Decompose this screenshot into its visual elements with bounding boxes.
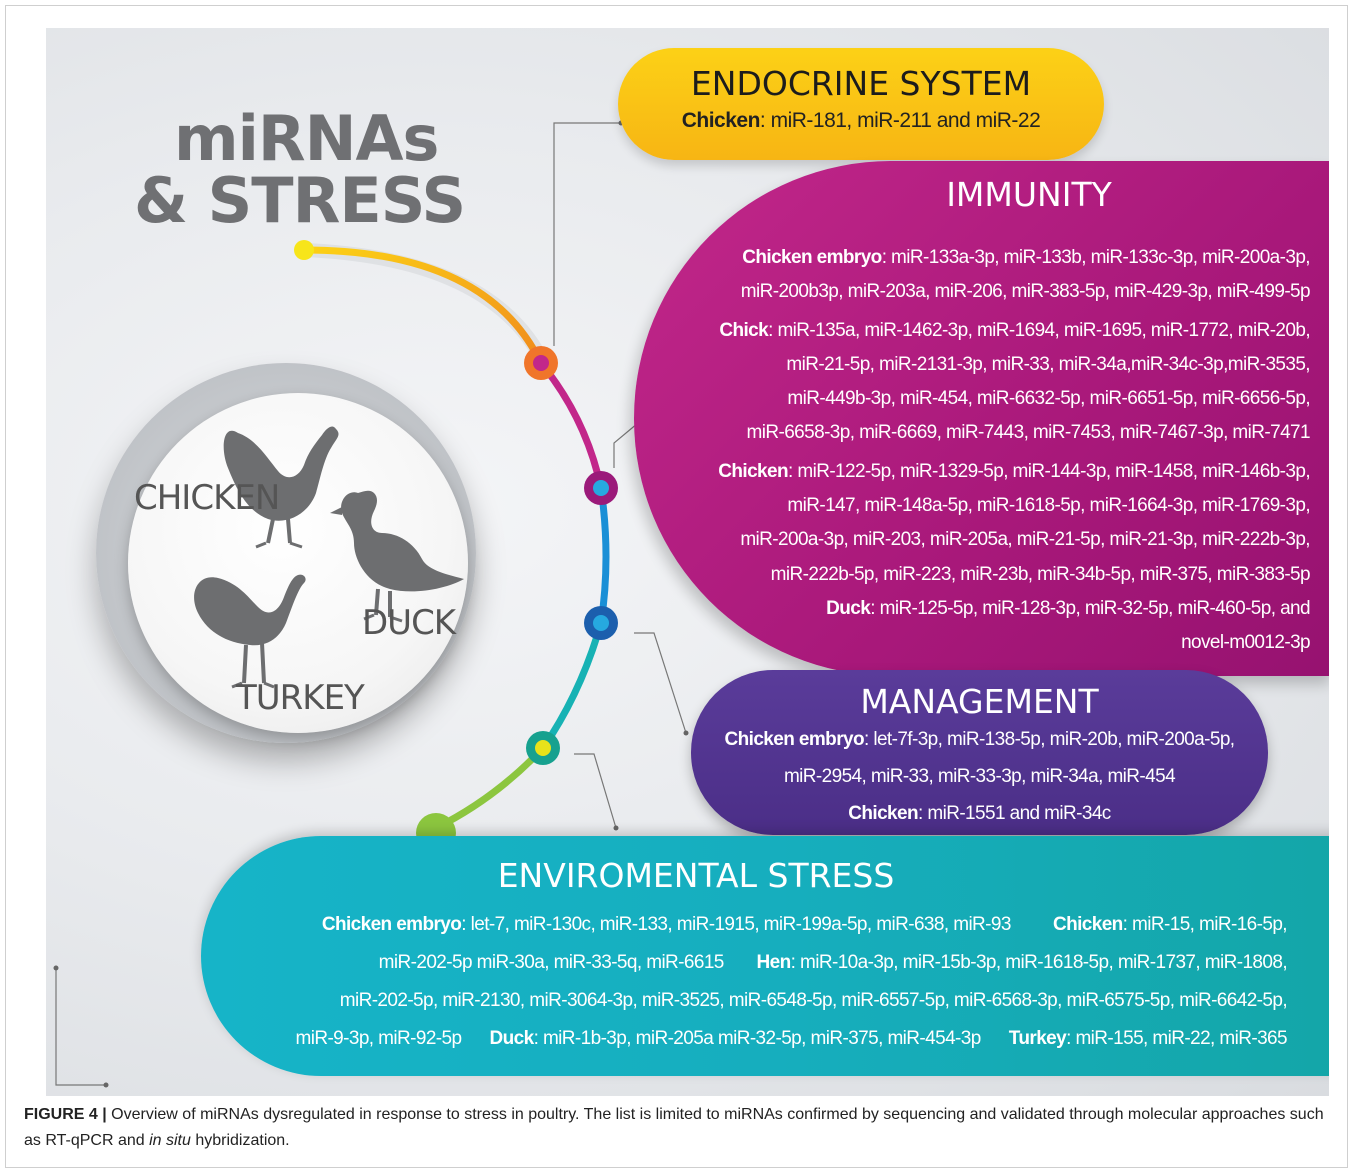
node-endocrine-center [533, 355, 549, 371]
env-chicken-text: : miR-15, miR-16-5p, [1122, 914, 1288, 935]
node-env-center [535, 740, 551, 756]
management-embryo-line-2: miR-2954, miR-33, miR-33-3p, miR-34a, mi… [783, 766, 1176, 787]
env-embryo-label: Chicken embryo [321, 914, 462, 935]
immunity-chick-label: Chick [719, 319, 769, 341]
arc-segment-green [434, 745, 546, 832]
connector-env [574, 753, 617, 829]
management-chicken-label: Chicken [848, 803, 918, 824]
duck-silhouette-icon [330, 490, 464, 623]
node-start [294, 240, 314, 260]
management-embryo-text-1: : let-7f-3p, miR-138-5p, miR-20b, miR-20… [863, 729, 1235, 750]
arc-segment-yellow [303, 246, 545, 365]
management-list: Chicken embryo: let-7f-3p, miR-138-5p, m… [691, 721, 1268, 832]
bird-label-turkey: TURKEY [236, 678, 365, 718]
infographic-title: miRNAs & STRESS [134, 102, 466, 237]
caption-figure-label: FIGURE 4 | [24, 1106, 107, 1123]
endocrine-label: Chicken [681, 109, 761, 132]
connector-endocrine [553, 122, 621, 346]
immunity-embryo-text-1: : miR-133a-3p, miR-133b, miR-133c-3p, mi… [881, 247, 1311, 268]
environmental-stress-box: ENVIROMENTAL STRESS Chicken embryo: let-… [201, 836, 1329, 1076]
management-embryo-line-1: Chicken embryo: let-7f-3p, miR-138-5p, m… [691, 721, 1268, 758]
timeline-arc [53, 120, 689, 1088]
immunity-duck-text-1: : miR-125-5p, miR-128-3p, miR-32-5p, miR… [870, 597, 1310, 619]
env-duck-text: : miR-1b-3p, miR-205a miR-32-5p, miR-375… [533, 1028, 982, 1049]
immunity-embryo-label: Chicken embryo [742, 247, 882, 268]
caption-italic: in situ [149, 1132, 191, 1149]
immunity-duck-line-1: Duck: miR-125-5p, miR-128-3p, miR-32-5p,… [690, 592, 1310, 626]
immunity-chick-line-2: miR-21-5p, miR-2131-3p, miR-33, miR-34a,… [786, 353, 1310, 375]
environmental-list: Chicken embryo: let-7, miR-130c, miR-133… [227, 906, 1287, 1058]
immunity-embryo-line-1: Chicken embryo: miR-133a-3p, miR-133b, m… [690, 241, 1310, 275]
immunity-chicken-label: Chicken [718, 460, 788, 482]
turkey-silhouette-icon [194, 574, 306, 689]
infographic-panel: miRNAs & STRESS [46, 28, 1329, 1096]
immunity-duck-line-2: novel-m0012-3p [1181, 632, 1311, 654]
immunity-chicken-line-4: miR-222b-5p, miR-223, miR-23b, miR-34b-5… [770, 563, 1311, 585]
node-management-center [593, 615, 609, 631]
management-chicken-line: Chicken: miR-1551 and miR-34c [691, 795, 1268, 832]
poultry-silhouettes [194, 426, 464, 689]
endocrine-text: : miR-181, miR-211 and miR-22 [759, 109, 1041, 132]
immunity-chicken-line-1: Chicken: miR-122-5p, miR-1329-5p, miR-14… [690, 455, 1310, 489]
immunity-heading: IMMUNITY [946, 175, 1112, 214]
env-turkey-text: : miR-155, miR-22, miR-365 [1066, 1028, 1288, 1049]
immunity-list: Chicken embryo: miR-133a-3p, miR-133b, m… [690, 241, 1310, 661]
endocrine-system-box: ENDOCRINE SYSTEM Chicken: miR-181, miR-2… [618, 48, 1104, 160]
immunity-box: IMMUNITY Chicken embryo: miR-133a-3p, mi… [634, 161, 1329, 676]
env-line-4: miR-9-3p, miR-92-5p Duck: miR-1b-3p, miR… [227, 1020, 1287, 1058]
arc-segment-magenta [538, 360, 605, 489]
figure-caption: FIGURE 4 | Overview of miRNAs dysregulat… [24, 1102, 1344, 1154]
connector-management-dot [683, 730, 689, 736]
connector-management [634, 632, 687, 734]
endocrine-heading: ENDOCRINE SYSTEM [690, 64, 1032, 103]
immunity-chicken-text-1: : miR-122-5p, miR-1329-5p, miR-144-3p, m… [788, 460, 1311, 482]
chicken-silhouette-icon [223, 426, 339, 549]
env-turkey-label: Turkey [1008, 1028, 1067, 1049]
immunity-chick-line-3: miR-449b-3p, miR-454, miR-6632-5p, miR-6… [787, 388, 1310, 410]
immunity-chicken-line-3: miR-200a-3p, miR-203, miR-205a, miR-21-5… [740, 529, 1310, 551]
management-heading: MANAGEMENT [860, 682, 1099, 721]
corner-line-dot-right [103, 1082, 109, 1088]
title-line-1: miRNAs [174, 102, 439, 175]
caption-text-1: Overview of miRNAs dysregulated in respo… [24, 1106, 1324, 1149]
endocrine-line: Chicken: miR-181, miR-211 and miR-22 [618, 109, 1104, 133]
env-line-3: miR-202-5p, miR-2130, miR-3064-3p, miR-3… [339, 990, 1288, 1011]
immunity-chick-line-1: Chick: miR-135a, miR-1462-3p, miR-1694, … [690, 314, 1310, 348]
environmental-heading: ENVIROMENTAL STRESS [497, 856, 895, 895]
bird-label-duck: DUCK [362, 603, 456, 643]
env-chicken-label: Chicken [1052, 914, 1123, 935]
env-line-1: Chicken embryo: let-7, miR-130c, miR-133… [227, 906, 1288, 944]
management-embryo-label: Chicken embryo [724, 729, 865, 750]
immunity-duck-label: Duck [826, 597, 871, 619]
immunity-chicken-line-2: miR-147, miR-148a-5p, miR-1618-5p, miR-1… [787, 495, 1310, 517]
connector-env-dot [613, 825, 619, 831]
corner-line-dot-top [53, 965, 59, 971]
bird-circle [128, 393, 468, 733]
caption-text-2: hybridization. [190, 1132, 290, 1149]
immunity-embryo-line-2: miR-200b3p, miR-203a, miR-206, miR-383-5… [740, 281, 1311, 303]
arc-segment-teal [540, 622, 605, 750]
env-hen-text: : miR-10a-3p, miR-15b-3p, miR-1618-5p, m… [790, 952, 1288, 973]
node-immunity-center [593, 480, 609, 496]
immunity-chick-text-1: : miR-135a, miR-1462-3p, miR-1694, miR-1… [768, 319, 1311, 341]
env-line-2: miR-202-5p miR-30a, miR-33-5q, miR-6615 … [227, 944, 1288, 982]
env-chicken-text-2: miR-202-5p miR-30a, miR-33-5q, miR-6615 [378, 952, 725, 973]
env-embryo-text: : let-7, miR-130c, miR-133, miR-1915, mi… [461, 914, 1011, 935]
figure-frame: miRNAs & STRESS [5, 5, 1348, 1168]
corner-line [55, 968, 106, 1086]
immunity-chick-line-4: miR-6658-3p, miR-6669, miR-7443, miR-745… [746, 422, 1311, 444]
env-hen-text-4: miR-9-3p, miR-92-5p [295, 1028, 462, 1049]
arc-segment-blue [597, 487, 610, 624]
title-line-2: & STRESS [134, 164, 466, 237]
management-box: MANAGEMENT Chicken embryo: let-7f-3p, mi… [691, 670, 1268, 835]
env-duck-label: Duck [489, 1028, 535, 1049]
bird-label-chicken: CHICKEN [134, 478, 280, 518]
management-chicken-text: : miR-1551 and miR-34c [918, 803, 1111, 824]
env-hen-label: Hen [756, 952, 792, 973]
